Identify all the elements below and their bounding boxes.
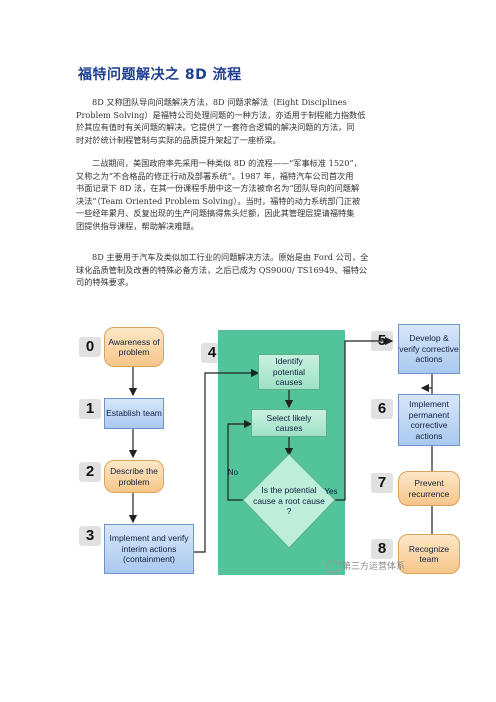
8d-flowchart: 0 1 2 3 4 5 6 7 8 Awareness of problem E…	[77, 321, 437, 576]
decision-label: Is the potential cause a root cause ?	[253, 485, 325, 517]
text-line: 团提供指导课程，帮助解决难题。	[76, 220, 199, 231]
step-number-0: 0	[77, 337, 103, 357]
arrow-no-loop	[227, 419, 253, 501]
step-number-6: 6	[369, 399, 395, 419]
chat-icon	[326, 560, 340, 573]
step-number-7: 7	[369, 473, 395, 493]
text-line: 於其应有值时有关问题的解决。它提供了一套符合逻辑的解决问题的方法，同	[76, 122, 355, 133]
step-implement-permanent-box: Implement permanent corrective actions	[398, 394, 460, 446]
text-line: 二战期间，美国政府率先采用一种类似 8D 的流程——“军事标准 1520”，	[92, 158, 362, 168]
text-line: 决法”（Team Oriented Problem Solving）。当时，福特…	[76, 195, 361, 206]
step-number-2: 2	[77, 462, 103, 482]
text-line: 书面记录下 8D 法，在其一份课程手册中这一方法被命名为“团队导向的问题解	[76, 183, 360, 194]
step-number-5: 5	[369, 331, 395, 351]
yes-label: Yes	[324, 486, 338, 496]
step-number-8: 8	[369, 539, 395, 559]
text-line: 8D 主要用于汽车及类似加工行业的问题解决方法。原始是由 Ford 公司，全	[92, 252, 369, 262]
arrow-3-4	[194, 368, 260, 553]
watermark-text: 第三方运营体系	[342, 562, 406, 572]
text-line: 一些经年累月、反复出现的生产问题搞得焦头烂额，因此其管理层提请福特集	[76, 208, 355, 219]
step-interim-actions-box: Implement and verify interim actions (co…	[104, 524, 194, 574]
page-title: 福特问题解决之 8D 流程	[78, 67, 242, 83]
step-recognize-team-box: Recognize team	[398, 534, 460, 574]
paragraph-usage: 8D 主要用于汽车及类似加工行业的问题解决方法。原始是由 Ford 公司，全 球…	[76, 251, 432, 289]
text-line: 球化品质管制及改善的特殊必备方法，之后已成为 QS9000/ TS16949、福…	[76, 264, 368, 275]
text-line: 又称之为“不合格品的修正行动及部署系统”。1987 年，福特汽车公司首次用	[76, 170, 354, 181]
step-select-causes-box: Select likely causes	[251, 409, 327, 437]
watermark: 第三方运营体系	[326, 559, 405, 573]
text-line: 时对於统计制程管制与实际的品质提升架起了一座桥梁。	[76, 134, 281, 145]
text-line: Problem Solving）是福特公司处理问题的一种方法，亦适用于制程能力指…	[76, 109, 366, 120]
arrow-yes-5	[335, 336, 394, 501]
step-establish-team-box: Establish team	[104, 398, 164, 429]
paragraph-history: 二战期间，美国政府率先采用一种类似 8D 的流程——“军事标准 1520”， 又…	[76, 157, 432, 233]
step-describe-problem-box: Describe the problem	[104, 460, 164, 493]
step-number-3: 3	[77, 526, 103, 546]
step-identify-causes-box: Identify potential causes	[258, 354, 320, 390]
step-number-4: 4	[199, 343, 225, 363]
step-awareness-box: Awareness of problem	[104, 327, 164, 367]
decision-diamond	[242, 453, 336, 549]
step-develop-verify-box: Develop & verify corrective actions	[398, 324, 460, 374]
step-number-1: 1	[77, 399, 103, 419]
text-line: 8D 又称团队导向问题解决方法，8D 问题求解法（Eight Disciplin…	[92, 97, 347, 107]
text-line: 司的特殊要求。	[76, 277, 134, 288]
no-label: No	[227, 467, 239, 477]
step-prevent-recurrence-box: Prevent recurrence	[398, 471, 460, 506]
paragraph-intro: 8D 又称团队导向问题解决方法，8D 问题求解法（Eight Disciplin…	[76, 96, 432, 146]
